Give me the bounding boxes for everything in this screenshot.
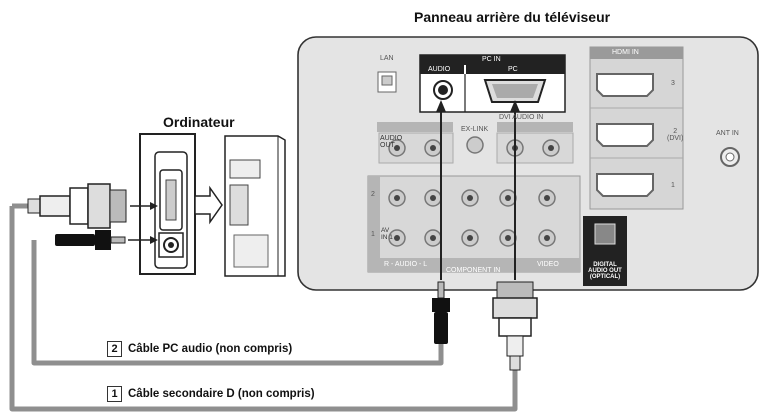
hdmi-port-2-label: 2 (DVI) [667,128,684,142]
digital-audio-out-label: DIGITAL AUDIO OUT (OPTICAL) [588,262,622,280]
digital-audio-out-section [583,216,627,286]
av-jacks [388,189,556,247]
ant-in-label: ANT IN [716,130,739,137]
dvi-audio-in-label: DVI AUDIO IN [499,114,544,121]
pc-label: PC [508,66,518,73]
antenna-port [720,147,740,167]
hdmi-port [596,173,654,197]
component-in-label: COMPONENT IN [446,267,501,274]
d-sub-cable [9,206,518,412]
av-row-1-label: 1 [371,231,375,238]
audio-label: AUDIO [428,66,451,73]
lan-port [377,71,397,93]
vga-port [483,79,547,103]
d-sub-plug-computer-end [27,183,127,229]
pc-audio-jack [433,80,453,100]
hdmi-in-label: HDMI IN [612,49,639,56]
lan-label: LAN [380,55,394,62]
tv-rear-panel-title: Panneau arrière du téléviseur [414,9,611,25]
pc-audio-cable [31,240,444,366]
ex-link-port [466,136,484,154]
audio-out-label: AUDIO OUT [380,135,403,149]
hdmi-port [596,123,654,147]
cable-caption-text: Câble secondaire D (non compris) [128,388,315,400]
arrow-to-tv-audio [436,100,446,280]
pc-audio-cable-caption: 2 Câble PC audio (non compris) [107,341,292,357]
audio-plug-tv-end [432,281,450,344]
computer-vga-port [159,169,183,231]
audio-plug-computer-end [55,230,126,250]
cable-caption-text: Câble PC audio (non compris) [128,343,293,355]
cable-number-badge: 1 [107,386,122,402]
computer [139,133,286,277]
arrow-to-tv-vga [510,100,520,280]
computer-audio-jack [158,232,184,258]
ex-link-label: EX-LINK [461,126,489,133]
computer-title: Ordinateur [163,114,235,130]
cable-number-badge: 2 [107,341,122,357]
hdmi-port-3-label: 3 [671,80,675,87]
audio-lr-label: R - AUDIO - L [384,261,428,268]
av-row-2-label: 2 [371,191,375,198]
d-sub-plug-tv-end [492,281,538,371]
pc-in-label: PC IN [482,56,501,63]
av-in-label: AV IN 1 [381,227,393,241]
dvi-audio-in-section [496,122,574,164]
hdmi-port-1-label: 1 [671,182,675,189]
video-label: VIDEO [537,261,559,268]
d-sub-cable-caption: 1 Câble secondaire D (non compris) [107,386,315,402]
hdmi-port [596,73,654,97]
arrow-to-computer [128,202,158,244]
